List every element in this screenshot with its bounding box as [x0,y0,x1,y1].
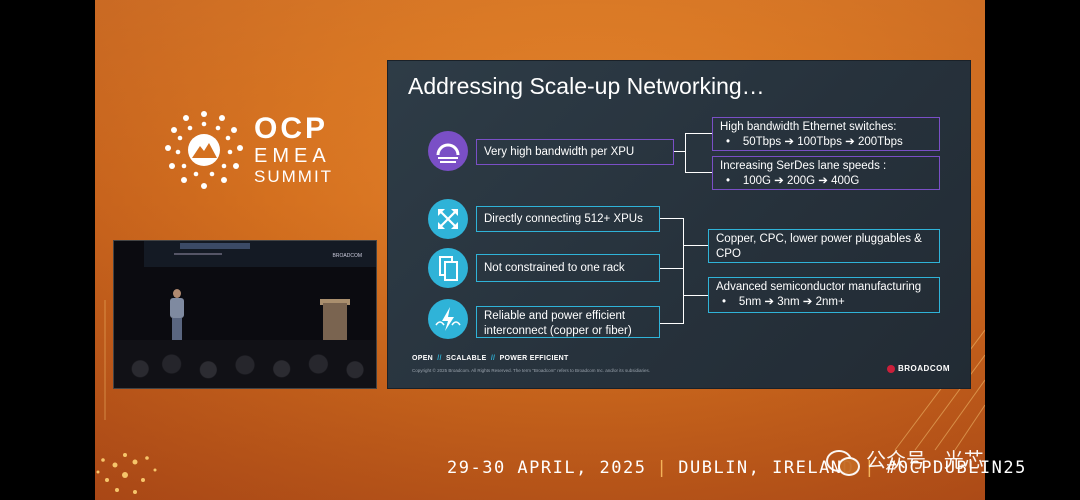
expand-arrows-icon [428,199,468,239]
detail-ethernet-values: 50Tbps ➔ 100Tbps ➔ 200Tbps [742,135,903,148]
detail-semi-title: Advanced semiconductor manufacturing [716,281,922,293]
banner-date: 29-30 APRIL, 2025 [447,458,647,478]
tagline-open: OPEN [412,355,434,362]
wechat-watermark: 公众号 · 光芯 [826,444,984,476]
banner-location: DUBLIN, IRELAND [678,458,855,478]
connector-line [660,323,684,324]
detail-copper-box: Copper, CPC, lower power pluggables & CP… [708,229,940,263]
slide-tagline: OPEN // SCALABLE // POWER EFFICIENT [412,355,569,362]
broadcom-logo: BROADCOM [887,364,950,373]
detail-serdes-values: 100G ➔ 200G ➔ 400G [742,174,860,187]
slide-title: Addressing Scale-up Networking… [408,73,765,99]
bullet: • [726,135,731,148]
connector-line [685,133,686,173]
camera-screen-line [174,253,222,255]
detail-semi-box: Advanced semiconductor manufacturing • 5… [708,277,940,313]
watermark-text: 公众号 · 光芯 [866,450,984,472]
detail-serdes-title: Increasing SerDes lane speeds : [720,160,887,172]
presentation-slide: Addressing Scale-up Networking… [387,60,971,389]
banner-separator: | [656,458,669,478]
row-label-connecting: Directly connecting 512+ XPUs [476,206,660,232]
camera-screen-bar [180,243,250,249]
ocp-sunburst-icon [165,111,243,189]
detail-ethernet-box: High bandwidth Ethernet switches: • 50Tb… [712,117,940,151]
rays-decoration-icon [104,300,106,420]
connector-line [660,268,684,269]
row-label-rack: Not constrained to one rack [476,254,660,282]
connector-line [685,133,712,134]
rack-documents-icon [428,248,468,288]
connector-line [674,151,686,152]
banner-separator: | [864,458,877,478]
logo-summit-text: SUMMIT [254,167,334,186]
ocp-emea-summit-logo: OCP EMEA SUMMIT [162,108,332,198]
logo-emea-text: EMEA [254,145,331,167]
detail-serdes-values-line: • 100G ➔ 200G ➔ 400G [720,174,932,189]
banner-hashtag: #OCPDUBLIN25 [886,458,1027,478]
connector-line [660,218,684,219]
sunburst-decoration-icon [96,453,157,494]
broadcom-mark-icon [887,364,895,373]
detail-semi-values-line: • 5nm ➔ 3nm ➔ 2nm+ [716,295,932,310]
speaker-camera-feed: BROADCOM [113,240,377,389]
speaker-body [170,298,184,318]
podium [323,303,347,343]
detail-semi-values: 5nm ➔ 3nm ➔ 2nm+ [738,295,845,308]
row-label-reliable: Reliable and power efficient interconnec… [476,306,660,338]
broadcom-text: BROADCOM [898,364,950,373]
bullet: • [722,295,727,308]
bullet: • [726,174,731,187]
row-label-bandwidth: Very high bandwidth per XPU [476,139,674,165]
connector-line [683,295,708,296]
event-banner: 29-30 APRIL, 2025 | DUBLIN, IRELAND | #OCPDU… [447,458,1027,478]
connector-line [683,218,684,324]
tagline-separator: // [490,355,496,362]
camera-background-screen: BROADCOM [144,241,376,267]
logo-ocp-text: OCP [254,112,329,145]
speaker-figure [170,289,184,341]
power-leaf-icon [428,299,468,339]
tagline-power: POWER EFFICIENT [499,355,569,362]
detail-ethernet-values-line: • 50Tbps ➔ 100Tbps ➔ 200Tbps [720,135,932,150]
bandwidth-gauge-icon [428,131,468,171]
speaker-head [173,289,181,298]
podium-top [320,299,350,305]
connector-line [683,245,708,246]
wechat-icon [826,448,860,476]
slide-copyright: Copyright © 2025 Broadcom. All Rights Re… [412,368,651,373]
speaker-legs [172,318,182,341]
detail-ethernet-title: High bandwidth Ethernet switches: [720,121,897,133]
camera-screen-brand: BROADCOM [332,253,362,259]
tagline-scalable: SCALABLE [446,355,487,362]
detail-serdes-box: Increasing SerDes lane speeds : • 100G ➔… [712,156,940,190]
audience-silhouettes [114,340,376,388]
connector-line [685,172,712,173]
tagline-separator: // [437,355,442,362]
